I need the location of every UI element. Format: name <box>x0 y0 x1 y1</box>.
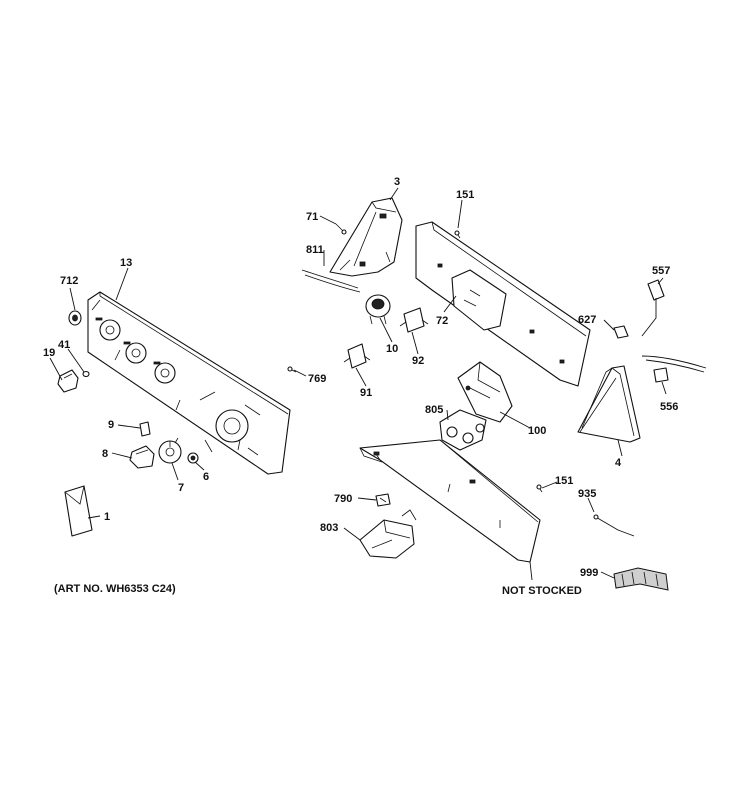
water-valve-part-805[interactable] <box>439 409 487 451</box>
callout-91: 91 <box>360 387 372 399</box>
callout-1: 1 <box>104 511 110 523</box>
callout-627: 627 <box>578 314 596 326</box>
callout-712: 712 <box>60 275 78 287</box>
nut-part-6[interactable] <box>187 452 199 464</box>
callout-41: 41 <box>58 339 70 351</box>
switch-part-91[interactable] <box>343 343 371 369</box>
wire-harness-part-811[interactable] <box>301 269 361 293</box>
callout-9: 9 <box>108 419 114 431</box>
callout-151-top: 151 <box>456 189 474 201</box>
knob-part-8[interactable] <box>129 445 155 469</box>
callout-6: 6 <box>203 471 209 483</box>
foam-part-999[interactable] <box>613 567 669 591</box>
wire-part-935[interactable] <box>593 514 635 537</box>
callout-8: 8 <box>102 448 108 460</box>
leader-lines <box>49 187 667 581</box>
callout-7: 7 <box>178 482 184 494</box>
callout-19: 19 <box>43 347 55 359</box>
art-number-label: (ART NO. WH6353 C24) <box>54 583 176 595</box>
callout-10: 10 <box>386 343 398 355</box>
callout-805: 805 <box>425 404 443 416</box>
clip-part-41[interactable] <box>82 370 90 378</box>
switch-part-92[interactable] <box>399 307 429 333</box>
bracket-part-3[interactable] <box>329 197 403 277</box>
callout-803: 803 <box>320 522 338 534</box>
callout-labels: 13 712 19 41 9 8 7 6 1 3 71 811 151 72 1… <box>43 176 678 597</box>
bracket-part-9[interactable] <box>139 421 151 437</box>
not-stocked-label: NOT STOCKED <box>502 585 582 597</box>
literature-part-1[interactable] <box>64 485 93 537</box>
knob-part-19[interactable] <box>57 369 79 393</box>
callout-100: 100 <box>528 425 546 437</box>
screw-part-769[interactable] <box>287 366 297 373</box>
strain-relief-part-627[interactable] <box>613 325 629 339</box>
callout-790: 790 <box>334 493 352 505</box>
callout-811: 811 <box>306 244 324 256</box>
callout-999: 999 <box>580 567 598 579</box>
callout-556: 556 <box>660 401 678 413</box>
callout-72: 72 <box>436 315 448 327</box>
valve-housing-part-100[interactable] <box>457 361 513 423</box>
back-panel-part-72[interactable] <box>415 221 591 387</box>
control-panel-part-13[interactable] <box>87 291 291 475</box>
callout-71: 71 <box>306 211 318 223</box>
power-cord-part-557[interactable] <box>641 279 665 337</box>
callout-769: 769 <box>308 373 326 385</box>
screw-part-151-top[interactable] <box>454 230 461 239</box>
screw-part-71[interactable] <box>335 223 347 235</box>
callout-4: 4 <box>615 457 622 469</box>
callout-151-lower: 151 <box>555 475 573 487</box>
callout-13: 13 <box>120 257 132 269</box>
clip-part-790[interactable] <box>375 493 391 507</box>
wire-harness-part-556[interactable] <box>641 355 707 383</box>
callout-92: 92 <box>412 355 424 367</box>
screw-part-151-lower[interactable] <box>536 484 543 493</box>
switch-part-10[interactable] <box>365 294 391 325</box>
callout-3: 3 <box>394 176 400 188</box>
gasket-ring-part-712[interactable] <box>68 310 82 326</box>
callout-557: 557 <box>652 265 670 277</box>
callout-935: 935 <box>578 488 596 500</box>
dial-part-7[interactable] <box>158 437 182 464</box>
bracket-part-803[interactable] <box>359 509 417 559</box>
side-bracket-part-4[interactable] <box>577 365 641 443</box>
